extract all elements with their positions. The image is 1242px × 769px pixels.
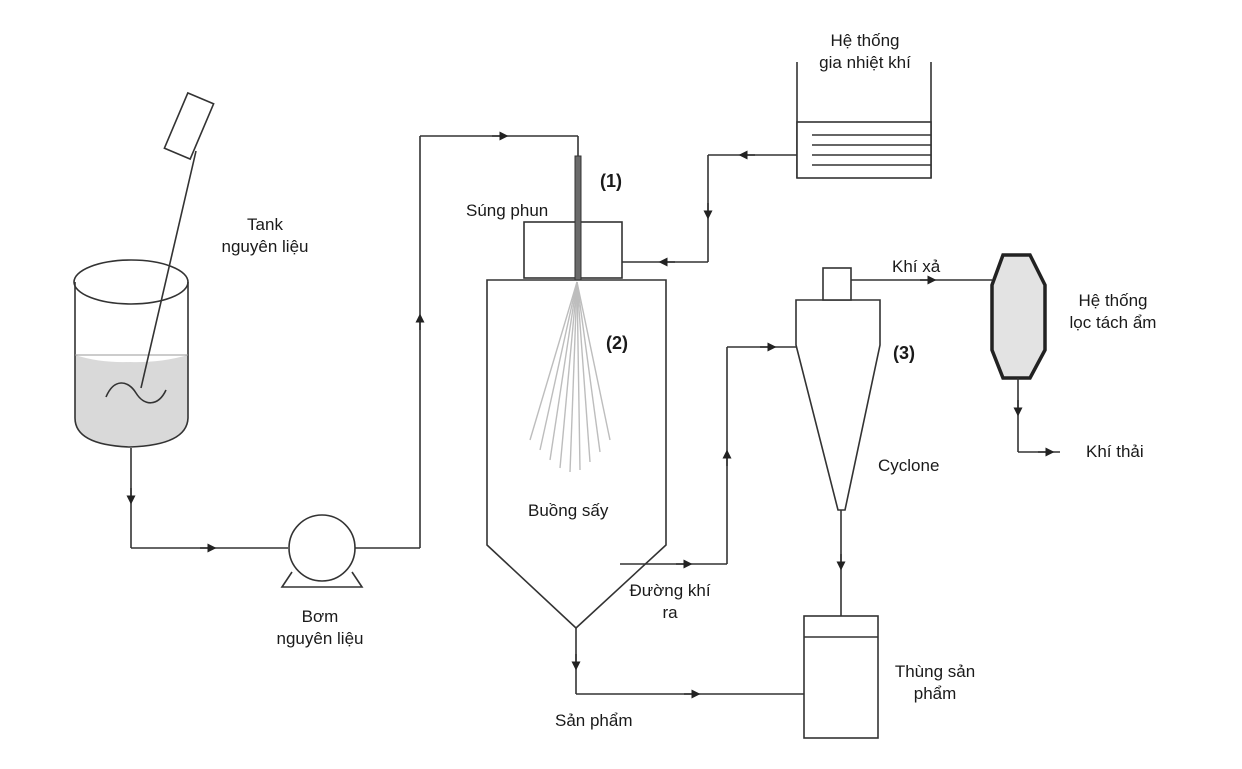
waste-gas-line — [1013, 378, 1060, 457]
label-dehumidifier: Hệ thống lọc tách ẩm — [1069, 291, 1157, 332]
label-air-heater: Hệ thống gia nhiệt khí — [819, 31, 911, 72]
label-air-outlet: Đường khí ra — [629, 581, 711, 622]
hot-air-line — [622, 150, 797, 267]
label-feed-pump: Bơm nguyên liệu — [276, 607, 364, 648]
label-exhaust: Khí xả — [892, 257, 941, 276]
label-drying-chamber: Buồng sấy — [528, 501, 609, 520]
feed-tank — [73, 259, 189, 448]
label-marker-2: (2) — [606, 333, 628, 353]
air-heater — [796, 62, 932, 179]
spray-nozzle — [574, 155, 582, 281]
feed-pump — [280, 514, 364, 588]
label-marker-1: (1) — [600, 171, 622, 191]
agitator — [105, 91, 215, 404]
dehumidifier — [990, 253, 1047, 380]
label-product-bin: Thùng sản phẩm — [894, 662, 976, 703]
cyclone — [795, 267, 881, 511]
label-marker-3: (3) — [893, 343, 915, 363]
feed-line — [126, 131, 579, 553]
label-spray-nozzle: Súng phun — [466, 201, 549, 220]
label-cyclone: Cyclone — [878, 456, 940, 475]
label-waste-gas: Khí thải — [1086, 442, 1144, 461]
label-feed-tank: Tank nguyên liệu — [221, 215, 309, 256]
spray-jets — [529, 281, 611, 473]
label-product-line: Sản phẩm — [555, 711, 633, 730]
product-bin — [803, 615, 879, 739]
drying-chamber — [486, 221, 667, 630]
air-outlet-line — [620, 342, 796, 569]
product-line — [571, 510, 846, 699]
